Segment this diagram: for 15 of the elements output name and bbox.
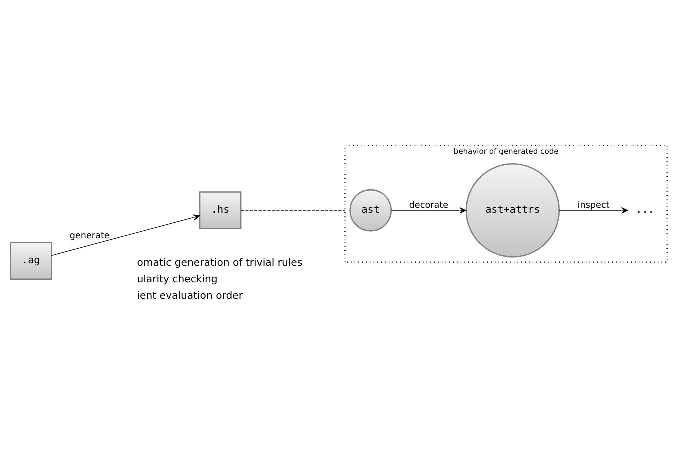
arrow [51, 214, 200, 256]
node-box: .ag [10, 242, 52, 280]
node-text: ... [636, 205, 654, 216]
node-circle: ast [350, 189, 392, 232]
arrow [559, 207, 628, 214]
edge-label: inspect [578, 201, 610, 212]
node-box: .hs [199, 192, 242, 230]
edge-label: decorate [409, 201, 449, 212]
label: ient evaluation order [137, 290, 243, 302]
label: omatic generation of trivial rules [137, 258, 303, 270]
arrow [391, 207, 467, 214]
label: ularity checking [137, 274, 218, 286]
node-circle: ast+attrs [466, 164, 560, 258]
connector [240, 210, 346, 211]
edge-label: generate [70, 232, 110, 242]
